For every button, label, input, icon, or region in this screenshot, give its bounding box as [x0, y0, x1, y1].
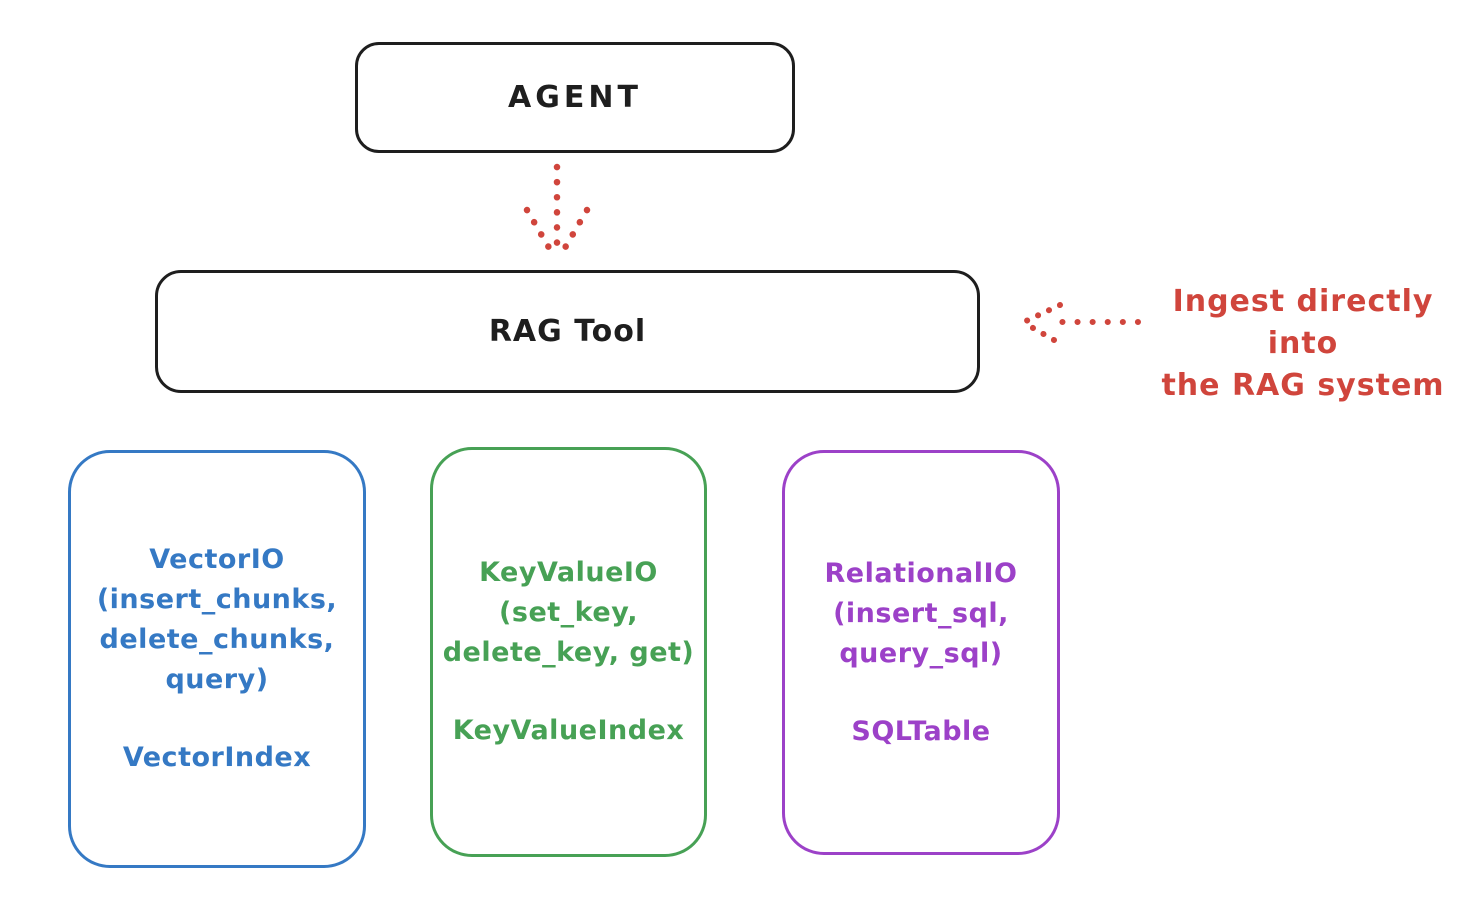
- rag-tool-node-label: RAG Tool: [488, 314, 647, 349]
- keyvalue-io-line: (set_key,: [499, 597, 638, 628]
- agent-node: AGENT: [355, 42, 795, 153]
- sqltable-label: SQLTable: [851, 715, 991, 747]
- ingest-annotation: Ingest directly into the RAG system: [1135, 281, 1471, 407]
- agent-node-label: AGENT: [508, 80, 642, 115]
- keyvalue-io-line: KeyValueIO: [479, 557, 658, 588]
- vector-index-label: VectorIndex: [122, 742, 312, 773]
- vector-io-line: VectorIO: [149, 544, 285, 575]
- vector-io-line: delete_chunks,: [99, 624, 335, 655]
- dotted-down-arrow-head-left: [523, 206, 559, 262]
- dotted-left-arrow-head-top: [1023, 302, 1063, 324]
- relational-io-line: (insert_sql,: [833, 597, 1009, 629]
- relational-io-line: query_sql): [839, 637, 1003, 669]
- relational-io-line: RelationalIO: [824, 557, 1018, 589]
- rag-tool-node: RAG Tool: [155, 270, 980, 393]
- vector-io-line: query): [165, 664, 269, 695]
- dotted-left-arrow-head-bottom: [1023, 321, 1057, 343]
- vector-io-line: (insert_chunks,: [96, 584, 338, 615]
- ingest-annotation-line1: Ingest directly into: [1172, 284, 1434, 361]
- vector-io-box: VectorIO (insert_chunks, delete_chunks, …: [68, 450, 366, 868]
- ingest-annotation-line2: the RAG system: [1161, 368, 1445, 403]
- keyvalue-io-line: delete_key, get): [442, 637, 695, 668]
- relational-io-box: RelationalIO (insert_sql, query_sql) SQL…: [782, 450, 1060, 855]
- keyvalue-io-box: KeyValueIO (set_key, delete_key, get) Ke…: [430, 447, 707, 857]
- keyvalue-index-label: KeyValueIndex: [452, 715, 685, 746]
- dotted-down-arrow-head-right: [555, 206, 591, 262]
